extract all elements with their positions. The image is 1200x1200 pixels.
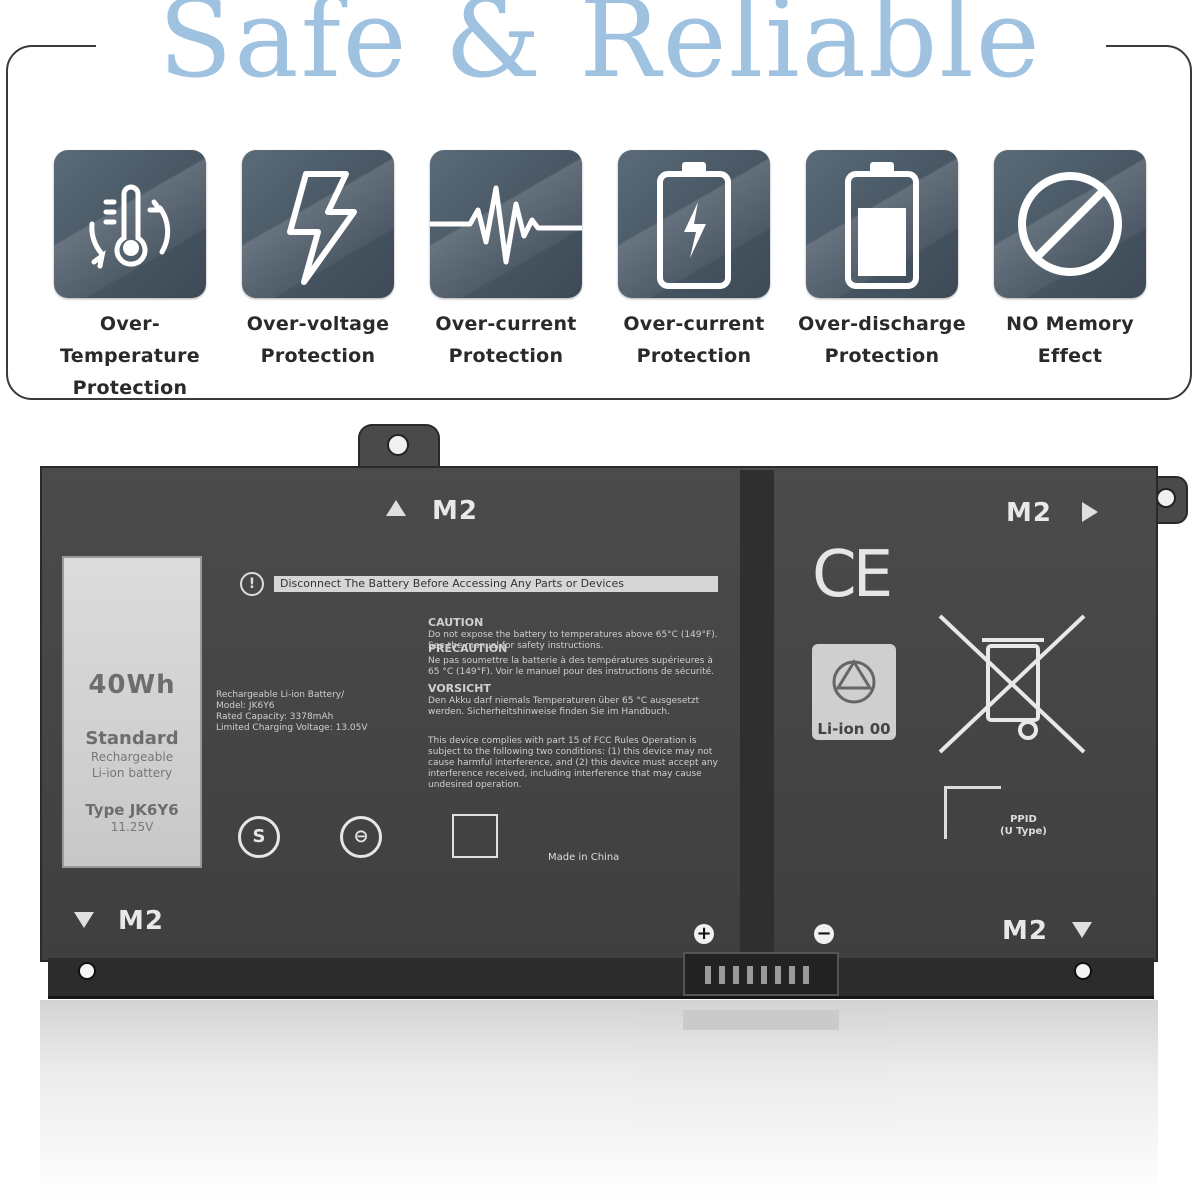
capacity-value: 40Wh [88,670,176,700]
precaution-block: PRECAUTION Ne pas soumettre la batterie … [428,632,718,678]
waveform-icon [430,150,582,298]
recycle-icon: Li-ion 00 [812,644,896,740]
ppid-label: PPID(U Type) [1000,814,1047,837]
caution-title: CAUTION [428,616,484,629]
arrow-down-icon [74,912,94,928]
warning-text: Disconnect The Battery Before Accessing … [274,576,718,592]
vorsicht-title: VORSICHT [428,682,491,695]
reflection [40,1000,1158,1200]
voltage-text: 11.25V [110,820,154,834]
cell-divider [740,470,774,960]
screw-hole [1074,962,1092,980]
vorsicht-text: Den Akku darf niemals Temperaturen über … [428,696,700,717]
battery-low-icon [806,150,958,298]
screw-hole [78,962,96,980]
qr-code-icon [452,814,498,858]
rechargeable-text: Rechargeable [90,750,174,764]
spec-text: Rechargeable Li-ion Battery/ Model: JK6Y… [216,690,368,733]
battery-body [40,466,1158,962]
m2-label: M2 [1002,916,1048,946]
vorsicht-block: VORSICHT Den Akku darf niemals Temperatu… [428,672,718,718]
frame-gap [96,36,1106,56]
arrow-up-icon [386,500,406,516]
precaution-text: Ne pas soumettre la batterie à des tempé… [428,656,715,677]
battery-charging-icon [618,150,770,298]
battery-connector [683,952,839,996]
precaution-title: PRECAUTION [428,642,508,655]
ce-mark: CE [812,538,893,612]
type-text: Type JK6Y6 [85,801,179,819]
certification-icon: S [238,816,280,858]
arrow-right-icon [1082,502,1098,522]
globe-certification-icon: ⊖ [340,816,382,858]
negative-terminal-icon: − [814,924,834,944]
mount-tab-top [358,424,440,472]
prohibited-icon [994,150,1146,298]
chemistry-text: Li-ion battery [91,766,173,780]
weee-bin-icon [936,610,1088,758]
headline: Safe & Reliable [158,0,1042,102]
made-in-text: Made in China [548,852,620,863]
standard-text: Standard [85,728,179,749]
m2-label: M2 [432,496,478,526]
m2-label: M2 [1006,498,1052,528]
caution-text: Do not expose the battery to temperature… [428,630,718,651]
m2-label: M2 [118,906,164,936]
recycle-label: Li-ion 00 [817,720,891,738]
capacity-label: 40Wh Standard Rechargeable Li-ion batter… [62,556,202,868]
thermometer-icon [54,150,206,298]
screw-hole [1156,488,1176,508]
positive-terminal-icon: + [694,924,714,944]
battery-baseplate [48,958,1154,999]
caution-block: CAUTION Do not expose the battery to tem… [428,606,718,652]
ppid-corner [944,786,1001,839]
warning-icon: ! [240,572,264,596]
screw-hole [387,434,409,456]
fcc-text: This device complies with part 15 of FCC… [428,736,718,790]
lightning-icon [242,150,394,298]
arrow-down-icon [1072,922,1092,938]
